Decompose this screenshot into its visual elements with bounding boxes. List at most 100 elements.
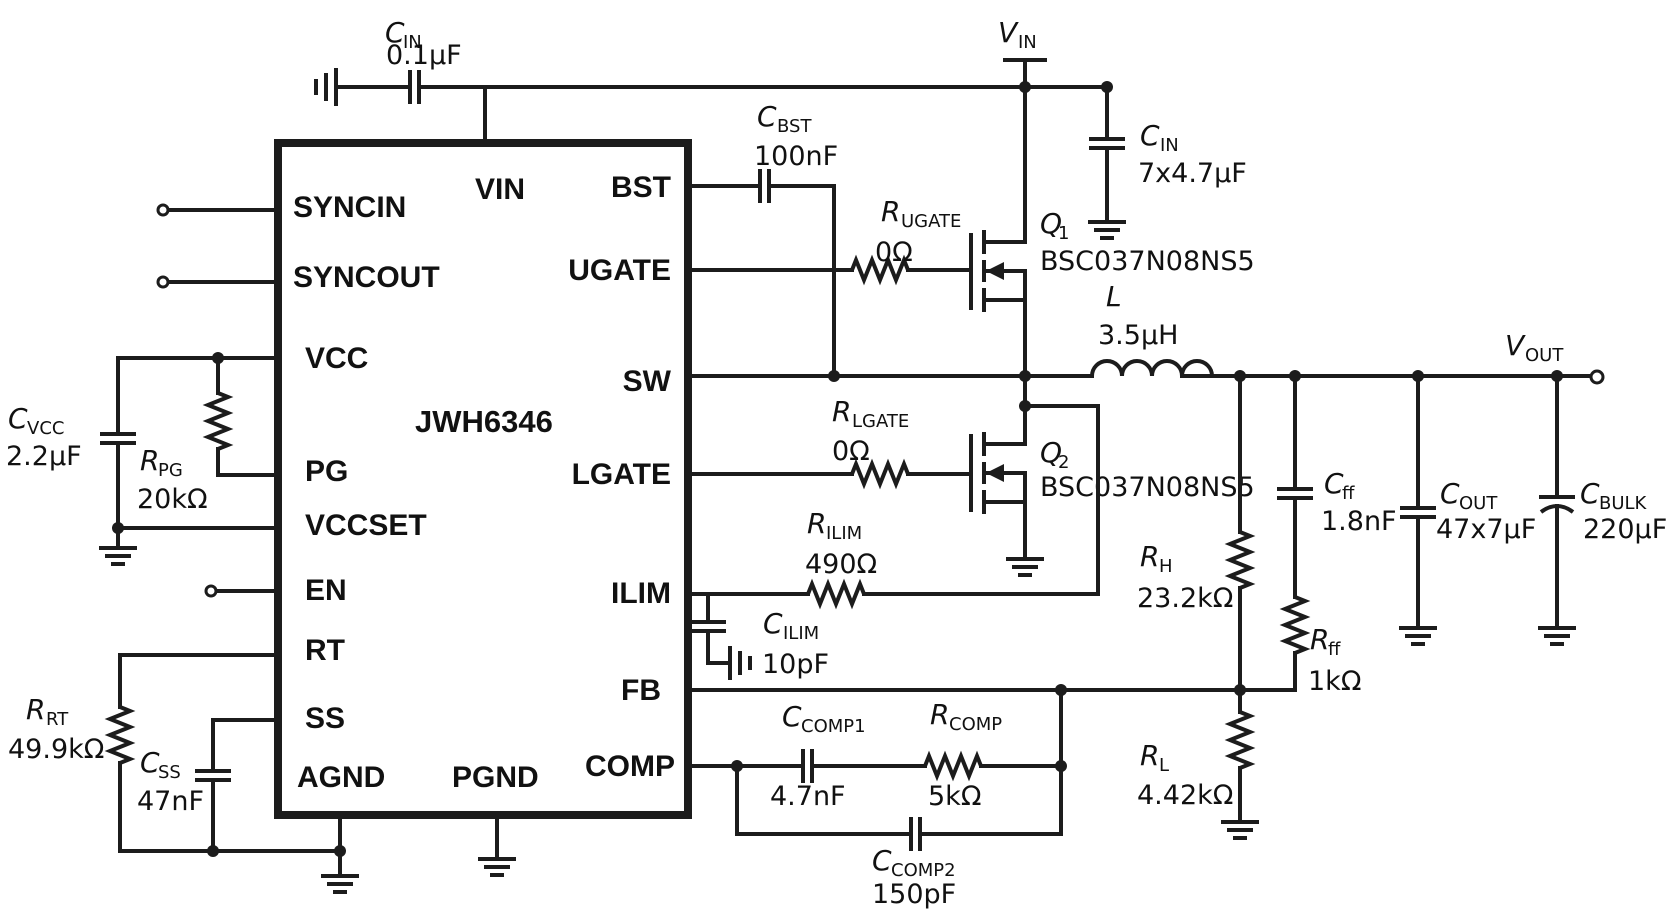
rugate-value: 0Ω [875, 237, 913, 268]
node-comp-rc [1055, 760, 1067, 772]
l-value: 3.5µH [1098, 320, 1178, 351]
rh-letter: R [1140, 540, 1159, 573]
pin-vin: VIN [475, 173, 525, 206]
ccomp1-value: 4.7nF [770, 781, 846, 812]
node-comp [731, 760, 743, 772]
rcomp-letter: R [930, 698, 949, 731]
rrt-letter: R [26, 693, 45, 726]
rl-letter: R [1140, 739, 1159, 772]
node-agnd [334, 845, 346, 857]
pin-rt: RT [305, 634, 345, 667]
pin-pg: PG [305, 455, 348, 488]
cvcc-letter: C [8, 402, 28, 435]
pin-syncout: SYNCOUT [293, 261, 440, 294]
rrt-value: 49.9kΩ [8, 734, 104, 765]
rugate-resistor [686, 258, 970, 282]
q2-part: BSC037N08NS5 [1040, 472, 1255, 503]
rlgate-resistor [686, 462, 970, 486]
q2-mosfet [969, 374, 1044, 577]
comp-network [686, 688, 1063, 851]
rl-value: 4.42kΩ [1137, 780, 1233, 811]
node-sw-bst [828, 370, 840, 382]
rugate-letter: R [881, 195, 900, 228]
pin-agnd: AGND [297, 761, 385, 794]
cbst-sub: BST [777, 116, 812, 137]
cff-rff-network [1277, 374, 1313, 692]
cin-small-value: 0.1µF [386, 40, 462, 71]
inductor-l [1090, 359, 1590, 378]
vin-sub: IN [1018, 32, 1037, 53]
rff-letter: R [1310, 623, 1329, 656]
pin-vcc: VCC [305, 342, 368, 375]
rpg-resistor [206, 356, 280, 477]
cbst-letter: C [757, 100, 777, 133]
rl-sub: L [1159, 755, 1169, 776]
vout-letter: V [1505, 329, 1526, 362]
rilim-sub: ILIM [826, 523, 862, 544]
cvcc-value: 2.2µF [6, 441, 82, 472]
vout-sub: OUT [1525, 345, 1564, 366]
cilim-value: 10pF [762, 649, 829, 680]
pin-pgnd: PGND [452, 761, 539, 794]
cilim-sub: ILIM [783, 623, 819, 644]
ccomp1-sub: COMP1 [801, 716, 866, 737]
rcomp-sub: COMP [949, 714, 1002, 735]
cff-sub: ff [1342, 483, 1355, 504]
syncin-terminal [156, 203, 170, 217]
cout-capacitor [1399, 374, 1437, 646]
cbst-capacitor [686, 169, 836, 378]
syncout-terminal [156, 275, 170, 289]
css-value: 47nF [137, 786, 204, 817]
ccomp2-letter: C [872, 844, 892, 877]
pin-bst: BST [611, 171, 671, 204]
rh-resistor [1228, 374, 1252, 692]
cbulk-capacitor [1538, 374, 1576, 646]
rrt-sub: RT [46, 709, 69, 730]
cvcc-sub: VCC [27, 418, 64, 439]
rlgate-value: 0Ω [832, 436, 870, 467]
agnd-ground-symbol [321, 874, 359, 894]
rilim-value: 490Ω [805, 549, 877, 580]
rlgate-letter: R [832, 395, 851, 428]
cbst-value: 100nF [754, 141, 838, 172]
ccomp1-letter: C [782, 700, 802, 733]
q1-mosfet [969, 85, 1027, 378]
l-letter: L [1106, 280, 1122, 313]
rpg-letter: R [140, 444, 159, 477]
q2-letter: Q [1040, 436, 1062, 469]
cin-bulk-capacitor [1088, 85, 1126, 240]
ic-body [274, 139, 692, 819]
rpg-value: 20kΩ [137, 484, 208, 515]
css-letter: C [140, 746, 160, 779]
cin-bulk-sub: IN [1160, 135, 1179, 156]
cilim-capacitor [690, 592, 752, 680]
rh-sub: H [1159, 556, 1173, 577]
pin-ugate: UGATE [568, 254, 671, 287]
node-css-gnd [207, 845, 219, 857]
rilim-letter: R [807, 507, 826, 540]
ic-name: JWH6346 [415, 404, 553, 439]
q2-sub: 2 [1058, 452, 1069, 473]
q1-part: BSC037N08NS5 [1040, 246, 1255, 277]
pin-en: EN [305, 574, 347, 607]
ccomp2-value: 150pF [872, 879, 956, 910]
cin-small-letter: C [385, 16, 405, 49]
rl-resistor [1221, 688, 1259, 840]
rff-value: 1kΩ [1308, 666, 1361, 697]
pin-sw: SW [623, 365, 672, 398]
cout-value: 47x7µF [1436, 514, 1536, 545]
q1-sub: 1 [1058, 223, 1069, 244]
rilim-resistor [686, 404, 1100, 606]
cbulk-value: 220µF [1583, 514, 1667, 545]
pin-fb: FB [621, 674, 661, 707]
cin-bulk-letter: C [1140, 119, 1160, 152]
cout-letter: C [1440, 477, 1460, 510]
pgnd-ground-symbol [478, 857, 516, 877]
cout-sub: OUT [1459, 493, 1498, 514]
cvcc-capacitor [99, 356, 280, 566]
ccomp2-sub: COMP2 [891, 860, 956, 881]
node-vccset [112, 522, 124, 534]
pin-comp: COMP [585, 750, 675, 783]
ground-symbol [314, 68, 338, 106]
